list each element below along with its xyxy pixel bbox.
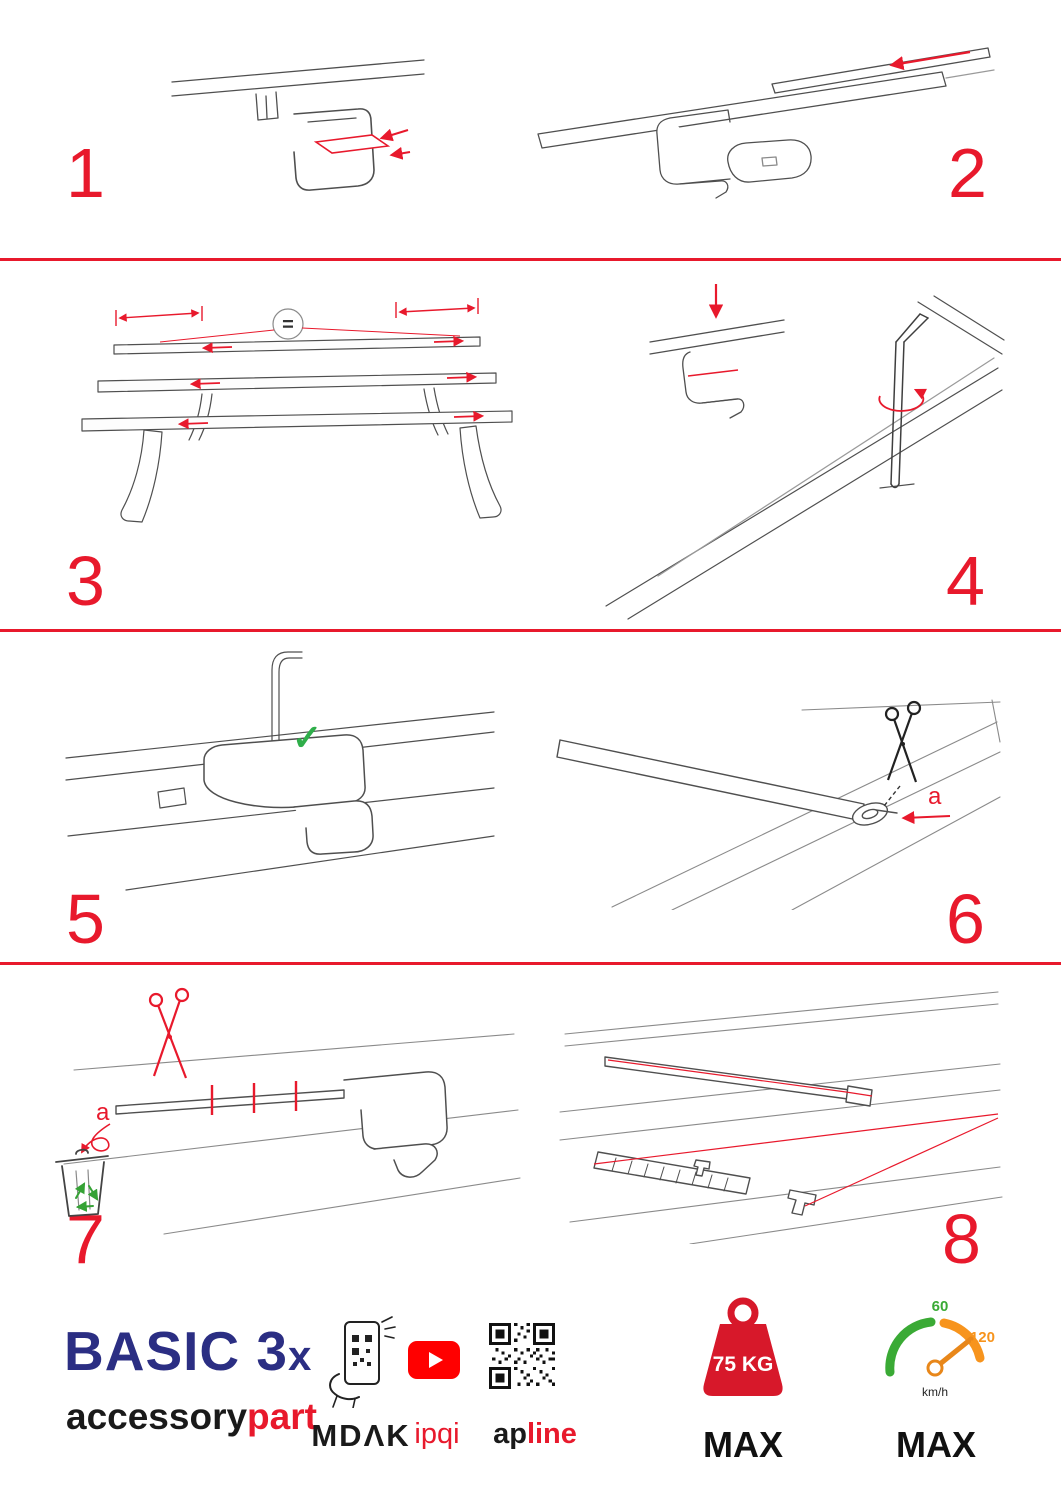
qr-code-icon: [489, 1323, 555, 1389]
cut-label-a: a: [96, 1099, 110, 1126]
max-weight-icon: 75 KG: [703, 1297, 783, 1396]
section-divider: [0, 258, 1061, 261]
checkmark-icon: ✓: [292, 717, 322, 758]
speedometer-icon: 60 120 km/h: [885, 1298, 995, 1399]
section-divider: [0, 629, 1061, 632]
step-4-number: 4: [946, 542, 985, 620]
clamp-inset: [649, 284, 785, 419]
step-6-illustration: a: [556, 699, 1001, 910]
discard-curve-arrow: [81, 1123, 111, 1154]
step-8-illustration: [559, 991, 1003, 1244]
cut-guide-line: [883, 785, 901, 807]
step-8-number: 8: [942, 1200, 981, 1278]
brand-logo: accessorypart: [66, 1396, 317, 1437]
scissors-icon: [884, 700, 922, 783]
dimension-arrows: [115, 298, 479, 326]
rotate-arrow: [878, 388, 927, 412]
cut-tick-marks: [210, 1081, 298, 1115]
step-3-number: 3: [66, 542, 105, 620]
youtube-icon: [408, 1341, 460, 1379]
speed-low-tick: 60: [932, 1298, 949, 1315]
step-2-number: 2: [948, 134, 987, 212]
product-name: BASIC 3x: [64, 1320, 313, 1382]
partner-logo-ipqi: ipqi: [414, 1418, 460, 1450]
step-5-illustration: ✓: [65, 651, 495, 891]
speed-unit: km/h: [922, 1385, 948, 1399]
equal-spacing-callout: =: [159, 308, 461, 343]
step-2-illustration: [537, 47, 995, 199]
step-7-illustration: a: [55, 987, 521, 1235]
trash-recycle-icon: [55, 1148, 109, 1217]
step-1-illustration: [171, 59, 425, 191]
alignment-guide-lines: [593, 1059, 999, 1207]
partner-logo-mdak: MDΛK: [311, 1418, 411, 1453]
speed-max-label: MAX: [896, 1424, 976, 1465]
strip-end-arrow: [901, 811, 951, 825]
partner-logo-apline: apline: [493, 1418, 577, 1450]
step-3-illustration: =: [81, 298, 513, 523]
cut-label-a: a: [928, 783, 942, 810]
step-4-illustration: [605, 284, 1005, 620]
weight-value: 75 KG: [713, 1353, 774, 1376]
speed-high-tick: 120: [970, 1329, 995, 1346]
weight-max-label: MAX: [703, 1424, 783, 1465]
phone-scan-icon: [329, 1316, 396, 1408]
step-1-number: 1: [66, 134, 105, 212]
scissors-icon: [148, 987, 190, 1079]
clamp-pad-highlight: [313, 128, 411, 160]
step-6-number: 6: [946, 880, 985, 958]
section-divider: [0, 962, 1061, 965]
slide-adjust-arrows: [177, 335, 485, 430]
hex-key-icon: [890, 313, 929, 489]
step-5-number: 5: [66, 880, 105, 958]
slide-strip-arrow: [889, 50, 971, 71]
product-name-suffix: x: [288, 1332, 313, 1379]
equal-sign-label: =: [282, 314, 294, 336]
